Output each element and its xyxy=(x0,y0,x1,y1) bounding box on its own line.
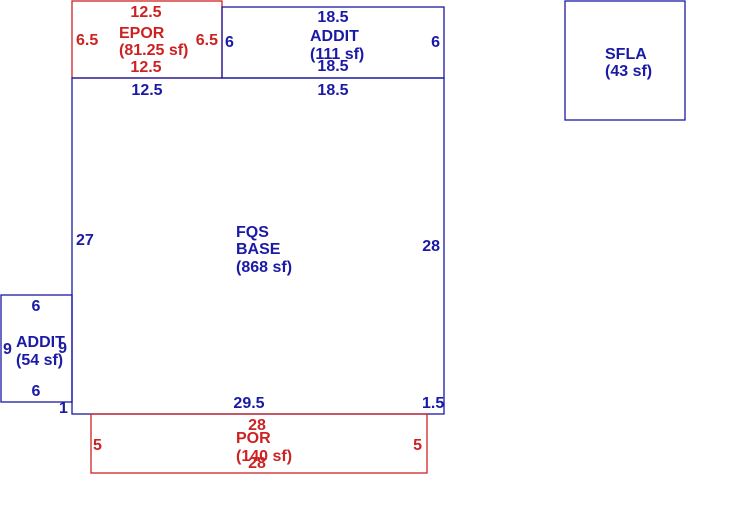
base-dim-bottom: 29.5 xyxy=(233,395,264,412)
addit-left-dim-top: 6 xyxy=(32,298,41,315)
base-dim-bottom-right: 1.5 xyxy=(422,395,444,412)
base-dim-top-left: 12.5 xyxy=(131,82,162,99)
addit-top-area[interactable]: 18.5 6 6 ADDIT (111 sf) 18.5 xyxy=(221,6,445,79)
sfla-area[interactable]: SFLA (43 sf) xyxy=(564,0,686,121)
por-area[interactable]: 28 5 5 POR (140 sf) 28 xyxy=(90,413,428,474)
epor-dim-bottom: 12.5 xyxy=(130,59,161,76)
addit-top-code: ADDIT xyxy=(310,28,359,45)
epor-dim-right: 6.5 xyxy=(196,32,218,49)
base-dim-right: 28 xyxy=(422,238,440,255)
base-line2: BASE xyxy=(236,241,281,258)
addit-left-area[interactable]: 6 9 ADDIT (54 sf) 9 6 xyxy=(0,294,73,403)
addit-top-dim-top: 18.5 xyxy=(317,9,348,26)
epor-area[interactable]: 12.5 6.5 6.5 EPOR (81.25 sf) 12.5 xyxy=(71,0,223,79)
base-dim-bottom-left: 1 xyxy=(59,400,68,417)
base-dim-top-right: 18.5 xyxy=(317,82,348,99)
sfla-outline xyxy=(564,0,686,121)
addit-left-code: ADDIT xyxy=(16,334,65,351)
base-area[interactable]: 12.5 18.5 27 28 FQS BASE (868 sf) 29.5 1… xyxy=(59,77,445,417)
addit-top-dim-bottom: 18.5 xyxy=(317,58,348,75)
epor-code: EPOR xyxy=(119,25,165,42)
addit-top-dim-left: 6 xyxy=(225,34,234,51)
por-dim-top: 28 xyxy=(248,417,266,434)
por-area-value: (140 sf) xyxy=(236,448,292,465)
addit-left-outline xyxy=(0,294,73,403)
por-outline xyxy=(90,413,428,474)
por-dim-right: 5 xyxy=(413,437,422,454)
base-line1: FQS xyxy=(236,224,269,241)
por-dim-left: 5 xyxy=(93,437,102,454)
addit-left-dim-right: 9 xyxy=(58,340,67,357)
addit-left-dim-bottom: 6 xyxy=(32,383,41,400)
epor-dim-left: 6.5 xyxy=(76,32,98,49)
addit-left-dim-left: 9 xyxy=(3,341,12,358)
base-area-value: (868 sf) xyxy=(236,259,292,276)
epor-area-value: (81.25 sf) xyxy=(119,42,188,59)
addit-left-area-value: (54 sf) xyxy=(16,352,63,369)
addit-top-dim-right: 6 xyxy=(431,34,440,51)
epor-dim-top: 12.5 xyxy=(130,4,161,21)
addit-top-area-value: (111 sf) xyxy=(310,46,364,63)
por-code: POR xyxy=(236,430,271,447)
por-dim-bottom: 28 xyxy=(248,455,266,472)
base-dim-left: 27 xyxy=(76,232,94,249)
sfla-code: SFLA xyxy=(605,46,647,63)
sfla-area-value: (43 sf) xyxy=(605,63,652,80)
